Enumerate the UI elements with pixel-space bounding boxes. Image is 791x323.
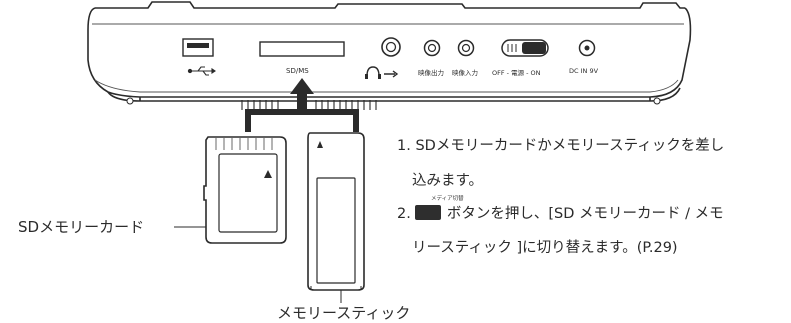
sd-card-label: SDメモリーカード (18, 218, 145, 236)
step1-line1: 1. SDメモリーカードかメモリースティックを差し (397, 138, 725, 154)
step2-line1: 2. ボタンを押し、[SD メモリーカード / メモ (397, 205, 724, 223)
media-switch-button-icon (414, 205, 441, 220)
leader-lines (174, 226, 342, 303)
video-out-jack (423, 39, 441, 57)
media-button-caption: メディア切替 (431, 196, 464, 202)
insert-arrow (245, 78, 359, 132)
vent-slits (241, 100, 377, 110)
dc-in-label: DC IN 9V (569, 67, 599, 75)
device-base-highlight (92, 23, 684, 93)
video-in-label: 映像入力 (452, 69, 478, 77)
step1-line2: 込みます。 (412, 173, 484, 189)
video-out-label: 映像出力 (418, 69, 444, 77)
video-in-jack (457, 39, 475, 57)
screw-icon (126, 97, 661, 105)
step2-number: 2. (397, 206, 411, 222)
card-slot (259, 41, 345, 57)
device-body (87, 1, 692, 102)
memory-stick (307, 132, 365, 291)
usb-port (182, 38, 214, 57)
headphone-icon (365, 66, 399, 79)
slot-label: SD/MS (286, 67, 309, 75)
step2-text: ボタンを押し、[SD メモリーカード / メモ (446, 206, 724, 222)
power-switch-label: OFF - 電源 - ON (492, 69, 541, 77)
dc-in-jack (578, 39, 596, 57)
memory-stick-label: メモリースティック (277, 304, 411, 322)
step2-line2: リースティック ]に切り替えます。(P.29) (412, 240, 678, 256)
usb-icon (187, 66, 216, 76)
headphone-jack (381, 37, 401, 57)
sd-card (203, 136, 287, 244)
power-switch (501, 39, 549, 57)
